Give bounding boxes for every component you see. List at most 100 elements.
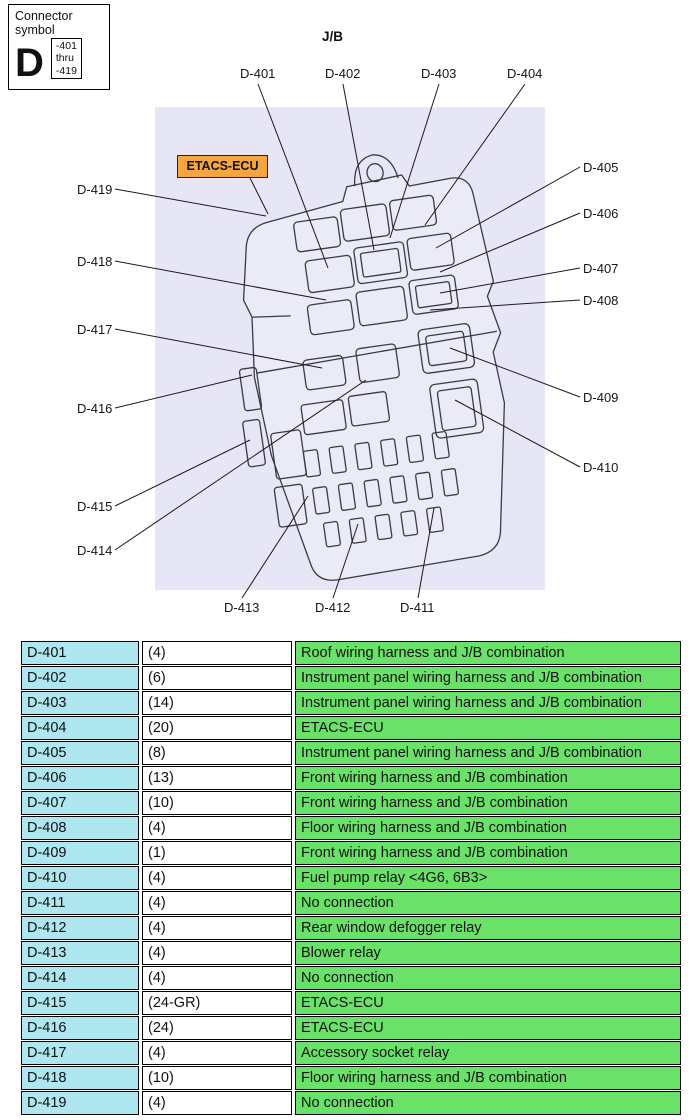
connector-id-cell: D-407: [21, 791, 139, 815]
connector-id-cell: D-416: [21, 1016, 139, 1040]
table-row: D-418(10)Floor wiring harness and J/B co…: [21, 1066, 681, 1090]
callout-d405: D-405: [583, 160, 619, 175]
description-cell: Roof wiring harness and J/B combination: [295, 641, 681, 665]
table-row: D-405(8)Instrument panel wiring harness …: [21, 741, 681, 765]
description-cell: Front wiring harness and J/B combination: [295, 841, 681, 865]
connector-id-cell: D-411: [21, 891, 139, 915]
pin-count-cell: (4): [142, 941, 292, 965]
connector-id-cell: D-413: [21, 941, 139, 965]
connector-id-cell: D-403: [21, 691, 139, 715]
table-row: D-410(4)Fuel pump relay <4G6, 6B3>: [21, 866, 681, 890]
table-row: D-419(4)No connection: [21, 1091, 681, 1115]
leader-lines: [114, 83, 581, 599]
callout-d418: D-418: [77, 254, 113, 269]
connector-range-box: -401 thru -419: [50, 38, 82, 80]
connector-id-cell: D-410: [21, 866, 139, 890]
connector-id-cell: D-409: [21, 841, 139, 865]
table-row: D-411(4)No connection: [21, 891, 681, 915]
connector-id-cell: D-406: [21, 766, 139, 790]
junction-block-drawing: [238, 154, 506, 581]
callout-d407: D-407: [583, 261, 619, 276]
description-cell: Fuel pump relay <4G6, 6B3>: [295, 866, 681, 890]
connector-id-cell: D-405: [21, 741, 139, 765]
pin-count-cell: (20): [142, 716, 292, 740]
pin-count-cell: (14): [142, 691, 292, 715]
table-row: D-408(4)Floor wiring harness and J/B com…: [21, 816, 681, 840]
etacs-ecu-label: ETACS-ECU: [177, 155, 268, 178]
junction-block-diagram: [114, 83, 581, 599]
callout-d401: D-401: [240, 66, 276, 81]
description-cell: No connection: [295, 1091, 681, 1115]
description-cell: Floor wiring harness and J/B combination: [295, 1066, 681, 1090]
diagram-title: J/B: [322, 29, 344, 44]
description-cell: Floor wiring harness and J/B combination: [295, 816, 681, 840]
connector-id-cell: D-417: [21, 1041, 139, 1065]
connector-symbol-box: Connector symbol D -401 thru -419: [8, 4, 110, 90]
callout-d414: D-414: [77, 543, 113, 558]
pin-count-cell: (24): [142, 1016, 292, 1040]
connector-symbol-row: D -401 thru -419: [15, 38, 103, 86]
connector-table-body: D-401(4)Roof wiring harness and J/B comb…: [21, 641, 681, 1115]
side-tabs: [238, 366, 308, 528]
range-line-start: -401: [55, 40, 77, 52]
connector-id-cell: D-404: [21, 716, 139, 740]
description-cell: Accessory socket relay: [295, 1041, 681, 1065]
table-row: D-409(1)Front wiring harness and J/B com…: [21, 841, 681, 865]
range-line-thru: thru: [55, 52, 74, 65]
connector-id-cell: D-401: [21, 641, 139, 665]
pin-count-cell: (4): [142, 1041, 292, 1065]
jb-handle-hole: [366, 163, 384, 183]
table-row: D-416(24)ETACS-ECU: [21, 1016, 681, 1040]
connector-symbol-letter: D: [15, 41, 44, 86]
description-cell: No connection: [295, 891, 681, 915]
connector-location-figure: Connector symbol D -401 thru -419 J/B ET…: [8, 4, 619, 615]
table-row: D-401(4)Roof wiring harness and J/B comb…: [21, 641, 681, 665]
description-cell: Front wiring harness and J/B combination: [295, 791, 681, 815]
pin-count-cell: (13): [142, 766, 292, 790]
table-row: D-414(4)No connection: [21, 966, 681, 990]
callout-d402: D-402: [325, 66, 361, 81]
table-row: D-407(10)Front wiring harness and J/B co…: [21, 791, 681, 815]
pin-count-cell: (1): [142, 841, 292, 865]
pin-count-cell: (4): [142, 916, 292, 940]
pin-count-cell: (10): [142, 1066, 292, 1090]
jb-handle: [353, 154, 399, 187]
callout-d404: D-404: [507, 66, 543, 81]
table-row: D-413(4)Blower relay: [21, 941, 681, 965]
pin-count-cell: (10): [142, 791, 292, 815]
jb-edge-line: [251, 315, 291, 318]
pin-count-cell: (8): [142, 741, 292, 765]
table-row: D-403(14)Instrument panel wiring harness…: [21, 691, 681, 715]
description-cell: Instrument panel wiring harness and J/B …: [295, 666, 681, 690]
callout-d416: D-416: [77, 401, 113, 416]
callout-d417: D-417: [77, 322, 113, 337]
connector-id-cell: D-418: [21, 1066, 139, 1090]
callout-d409: D-409: [583, 390, 619, 405]
range-line-end: -419: [55, 64, 77, 77]
callout-d412: D-412: [315, 600, 351, 615]
description-cell: Instrument panel wiring harness and J/B …: [295, 741, 681, 765]
connector-id-cell: D-408: [21, 816, 139, 840]
description-cell: ETACS-ECU: [295, 991, 681, 1015]
connector-id-cell: D-414: [21, 966, 139, 990]
pin-count-cell: (4): [142, 891, 292, 915]
pin-count-cell: (4): [142, 641, 292, 665]
connector-id-cell: D-415: [21, 991, 139, 1015]
description-cell: ETACS-ECU: [295, 1016, 681, 1040]
callout-d411: D-411: [400, 600, 435, 615]
callout-d410: D-410: [583, 460, 619, 475]
callout-d403: D-403: [421, 66, 457, 81]
callout-d419: D-419: [77, 182, 113, 197]
connector-id-cell: D-412: [21, 916, 139, 940]
connector-symbol-title: Connector symbol: [15, 9, 73, 37]
callout-d406: D-406: [583, 206, 619, 221]
connector-id-cell: D-419: [21, 1091, 139, 1115]
callout-d408: D-408: [583, 293, 619, 308]
connector-cluster: [293, 194, 485, 439]
callout-d415: D-415: [77, 499, 113, 514]
pin-count-cell: (4): [142, 816, 292, 840]
description-cell: Rear window defogger relay: [295, 916, 681, 940]
jb-face-divider: [257, 330, 498, 374]
table-row: D-415(24-GR)ETACS-ECU: [21, 991, 681, 1015]
